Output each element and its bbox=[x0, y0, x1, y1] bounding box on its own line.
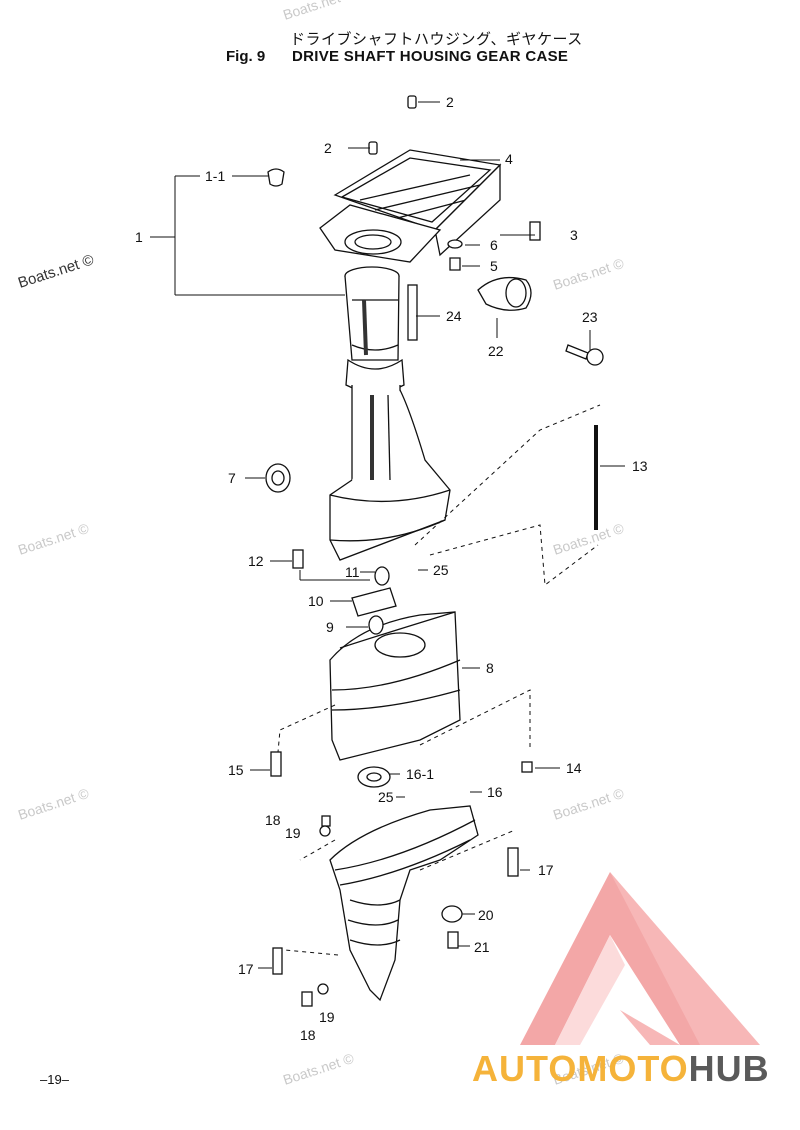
part-label-1: 1 bbox=[135, 229, 143, 245]
part-label-18: 18 bbox=[265, 812, 281, 828]
part-label-12: 12 bbox=[248, 553, 264, 569]
part-label-8: 8 bbox=[486, 660, 494, 676]
part-label-24: 24 bbox=[446, 308, 462, 324]
part-label-17: 17 bbox=[538, 862, 554, 878]
part-label-11: 11 bbox=[345, 564, 360, 580]
watermark-text: Boats.net © bbox=[551, 785, 626, 823]
leader-lines bbox=[150, 101, 625, 969]
part-label-6: 6 bbox=[490, 237, 498, 253]
part-label-5: 5 bbox=[490, 258, 498, 274]
middle-housing bbox=[270, 549, 533, 777]
part-label-7: 7 bbox=[228, 470, 236, 486]
part-label-14: 14 bbox=[566, 760, 582, 776]
top-small-parts bbox=[265, 95, 604, 530]
drive-shaft-housing-assembly bbox=[319, 149, 502, 561]
part-label-2: 2 bbox=[446, 94, 454, 110]
diagram-title: DRIVE SHAFT HOUSING GEAR CASE bbox=[292, 48, 569, 65]
brand-wordmark: AUTOMOTOHUB bbox=[472, 1048, 770, 1090]
part-label-17: 17 bbox=[238, 961, 254, 977]
diagram-title-japanese: ドライブシャフトハウジング、ギヤケース bbox=[290, 31, 583, 48]
figure-number: Fig. 9 bbox=[226, 48, 266, 65]
part-label-23: 23 bbox=[582, 309, 598, 325]
part-label-22: 22 bbox=[488, 343, 504, 359]
part-label-10: 10 bbox=[308, 593, 324, 609]
part-label-18: 18 bbox=[300, 1027, 316, 1043]
part-label-20: 20 bbox=[478, 907, 494, 923]
part-label-9: 9 bbox=[326, 619, 334, 635]
part-label-13: 13 bbox=[632, 458, 648, 474]
watermark-text: Boats.net © bbox=[16, 785, 91, 823]
watermark-text: Boats.net © bbox=[281, 1050, 356, 1088]
brand-wordmark-part2: HUB bbox=[688, 1048, 770, 1089]
part-labels: 2 2 4 1-1 1 3 6 5 24 23 22 7 13 12 11 25… bbox=[135, 94, 648, 1043]
part-label-1-1: 1-1 bbox=[205, 168, 225, 184]
part-label-19: 19 bbox=[319, 1009, 335, 1025]
watermark-text: Boats.net © bbox=[551, 255, 626, 293]
watermark-text: Boats.net © bbox=[16, 251, 96, 291]
part-label-19: 19 bbox=[285, 825, 301, 841]
part-label-21: 21 bbox=[474, 939, 490, 955]
part-label-4: 4 bbox=[505, 151, 513, 167]
part-label-15: 15 bbox=[228, 762, 244, 778]
alignment-lines bbox=[277, 404, 601, 956]
part-label-16-1: 16-1 bbox=[406, 766, 434, 782]
watermarks: Boats.net © Boats.net © Boats.net © Boat… bbox=[16, 0, 626, 1088]
brand-wordmark-part1: AUTOMOTO bbox=[472, 1048, 689, 1089]
part-label-25: 25 bbox=[378, 789, 394, 805]
watermark-text: Boats.net © bbox=[551, 520, 626, 558]
page-number: –19– bbox=[40, 1072, 69, 1087]
watermark-text: Boats.net © bbox=[281, 0, 356, 23]
part-label-2: 2 bbox=[324, 140, 332, 156]
part-label-16: 16 bbox=[487, 784, 503, 800]
part-label-3: 3 bbox=[570, 227, 578, 243]
gear-case bbox=[272, 766, 519, 1007]
watermark-text: Boats.net © bbox=[16, 520, 91, 558]
part-label-25: 25 bbox=[433, 562, 449, 578]
